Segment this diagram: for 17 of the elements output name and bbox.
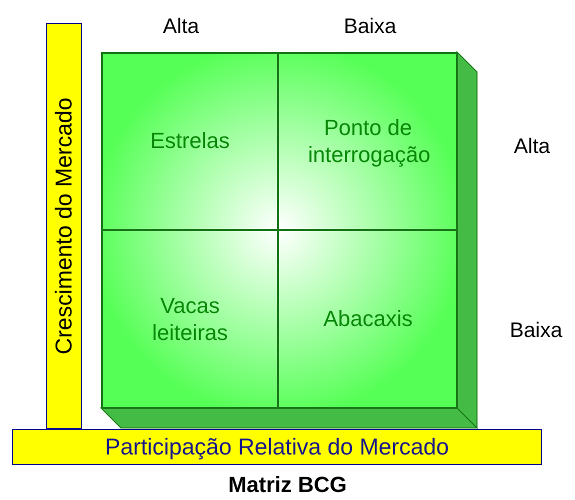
quadrant-box — [102, 230, 278, 409]
level-label: Baixa — [510, 319, 562, 343]
axis-title: Crescimento do Mercado — [50, 98, 78, 354]
diagram-title: Matriz BCG — [227, 472, 348, 498]
axis-title: Participação Relativa do Mercado — [105, 434, 449, 460]
quadrant-label: Vacas leiteiras — [151, 293, 229, 346]
level-label: Alta — [514, 135, 550, 159]
quadrant-label: Abacaxis — [323, 306, 413, 333]
level-label: Baixa — [344, 15, 396, 39]
level-label: Alta — [162, 15, 200, 39]
quadrant-label: Estrelas — [150, 128, 230, 155]
quadrant-label: Ponto de interrogação — [308, 115, 428, 168]
axis-bar — [46, 23, 82, 429]
quadrant-box — [278, 53, 458, 230]
quadrant-box — [278, 230, 458, 409]
quadrant-box — [102, 53, 278, 230]
axis-bar — [12, 429, 542, 465]
